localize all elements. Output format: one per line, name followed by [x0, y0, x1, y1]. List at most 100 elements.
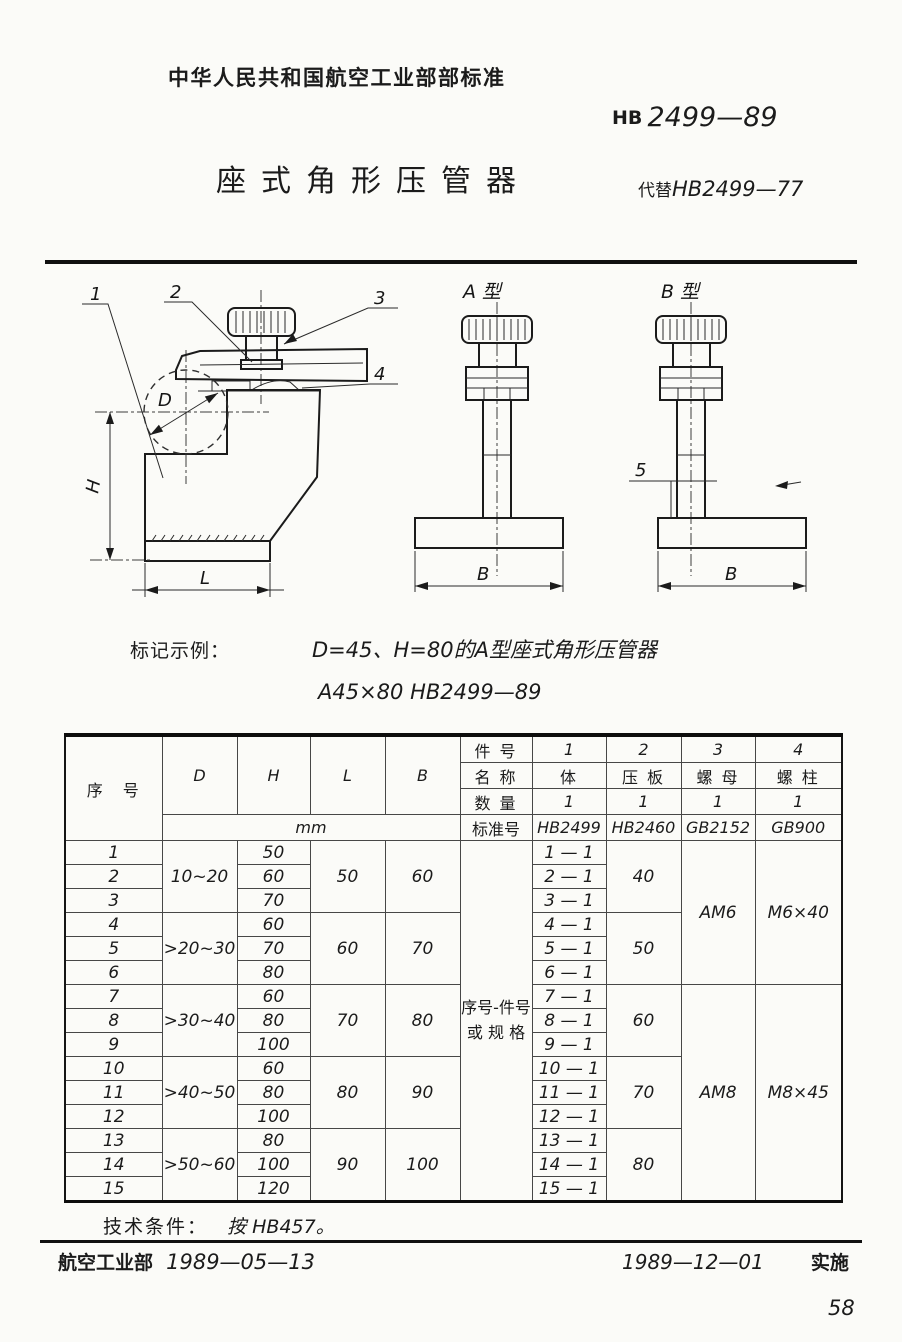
type-b-dim-b-label: B	[725, 564, 737, 585]
d-group-cell: >40~50	[161, 1056, 238, 1129]
stud-group-cell: M8×45	[754, 984, 843, 1202]
d-group-cell: >30~40	[161, 984, 238, 1057]
type-b-offset-dim: 5	[635, 460, 646, 481]
issuer-label: 航空工业部	[58, 1252, 154, 1274]
h-cell: 100	[236, 1152, 311, 1177]
part-qty-4: 1	[754, 788, 843, 815]
part-code-cell: 5 — 1	[531, 936, 607, 961]
standard-number-value: 2499—89	[647, 102, 778, 133]
l-group-cell: 60	[309, 912, 386, 985]
type-b-offset-lines	[629, 480, 717, 518]
part-std-3: GB2152	[680, 814, 756, 841]
part-code-cell: 8 — 1	[531, 1008, 607, 1033]
type-b-label: B 型	[661, 281, 701, 303]
part-code-cell: 3 — 1	[531, 888, 607, 913]
seq-cell: 12	[64, 1104, 163, 1129]
header-name: 名 称	[459, 762, 533, 789]
type-b-b-extension-lines	[657, 551, 807, 592]
h-cell: 70	[236, 936, 311, 961]
header-qty: 数 量	[459, 788, 533, 815]
table-header-row-3: 数 量 1 1 1 1	[65, 788, 843, 815]
seq-cell: 9	[64, 1032, 163, 1057]
h-cell: 80	[236, 1008, 311, 1033]
plate-group-cell: 70	[605, 1056, 682, 1129]
seq-cell: 13	[64, 1128, 163, 1153]
plate-group-cell: 50	[605, 912, 682, 985]
stud-hook	[249, 380, 301, 392]
base-hatch-ticks	[151, 534, 265, 542]
part-code-cell: 15 — 1	[531, 1176, 607, 1202]
type-b-knurl-lines	[662, 319, 720, 340]
type-a-b-arrow-right	[550, 582, 563, 590]
replaces-note: 代替HB2499—77	[638, 176, 803, 201]
type-b-b-arrow-left	[658, 582, 671, 590]
part-code-cell: 9 — 1	[531, 1032, 607, 1057]
table-row: 11 80 11 — 1	[64, 1080, 842, 1105]
part-code-cell: 12 — 1	[531, 1104, 607, 1129]
pressure-plate-edge	[199, 362, 364, 366]
example-line2: A45×80 HB2499—89	[318, 680, 542, 704]
standard-prefix: HB	[612, 107, 643, 129]
h-cell: 120	[236, 1176, 311, 1202]
b-group-cell: 80	[384, 984, 461, 1057]
plate-group-cell: 40	[605, 840, 682, 913]
part-code-cell: 4 — 1	[531, 912, 607, 937]
callout-3: 3	[374, 288, 385, 309]
issue-date: 1989—05—13	[166, 1250, 315, 1274]
part-code-cell: 10 — 1	[531, 1056, 607, 1081]
dim-h-label: H	[82, 477, 105, 494]
diameter-arrowhead-upper	[204, 393, 218, 404]
dim-l-label: L	[200, 568, 210, 589]
callout-2-leader	[164, 301, 253, 363]
footer-left: 航空工业部 1989—05—13	[58, 1248, 315, 1275]
header-seq: 序 号	[64, 734, 163, 841]
l-group-cell: 70	[309, 984, 386, 1057]
table-row: 2 60 2 — 1	[64, 864, 842, 889]
stud-group-cell: M6×40	[754, 840, 843, 985]
base-plate	[144, 540, 271, 562]
type-b-pointer-arrowhead	[775, 481, 788, 489]
tech-note-label: 技术条件：	[103, 1216, 209, 1238]
h-cell: 60	[236, 912, 311, 937]
b-group-cell: 70	[384, 912, 461, 985]
mid-label-line2: 或 规 格	[466, 1023, 526, 1042]
unit-label: mm	[161, 814, 461, 841]
seq-cell: 2	[64, 864, 163, 889]
type-a-b-extension-lines	[414, 551, 564, 592]
h-cell: 70	[236, 888, 311, 913]
callout-4: 4	[374, 364, 385, 385]
table-row: 4 >20~30 60 60 70 4 — 1 50	[64, 912, 842, 985]
mid-label-cell: 序号-件号 或 规 格	[459, 840, 533, 1202]
table-row: 9 100 9 — 1	[64, 1032, 842, 1057]
standard-number: HB 2499—89	[612, 102, 778, 133]
part-number-4: 4	[754, 734, 843, 763]
seq-cell: 10	[64, 1056, 163, 1081]
part-name-3: 螺 母	[680, 762, 756, 789]
table-row: 12 100 12 — 1	[64, 1104, 842, 1129]
b-group-cell: 100	[384, 1128, 461, 1202]
callout-1-leader	[82, 303, 164, 479]
seq-cell: 7	[64, 984, 163, 1009]
table-row: 7 >30~40 60 70 80 7 — 1 60 AM8 M8×45	[64, 984, 843, 1202]
table-row: 15 120 15 — 1	[64, 1176, 842, 1202]
h-arrow-bottom	[106, 548, 114, 560]
main-view-drawing: D H L 1 2 3 4	[82, 282, 398, 597]
part-qty-1: 1	[531, 788, 607, 815]
part-number-2: 2	[605, 734, 682, 763]
type-b-view-drawing: B 型 5 B	[629, 281, 807, 592]
nut-group-cell: AM6	[680, 840, 756, 985]
part-code-cell: 7 — 1	[531, 984, 607, 1009]
l-group-cell: 50	[309, 840, 386, 913]
h-cell: 50	[236, 840, 311, 865]
replaces-number: HB2499—77	[672, 177, 804, 201]
type-a-dim-b-label: B	[477, 564, 489, 585]
callout-2: 2	[170, 282, 181, 303]
clamp-body	[144, 389, 322, 542]
l-group-cell: 90	[309, 1128, 386, 1202]
callout-4-leader	[301, 383, 398, 389]
header-l: L	[309, 734, 386, 815]
part-code-cell: 2 — 1	[531, 864, 607, 889]
d-group-cell: 10~20	[161, 840, 238, 913]
type-a-view-drawing: A 型 B	[414, 281, 564, 592]
